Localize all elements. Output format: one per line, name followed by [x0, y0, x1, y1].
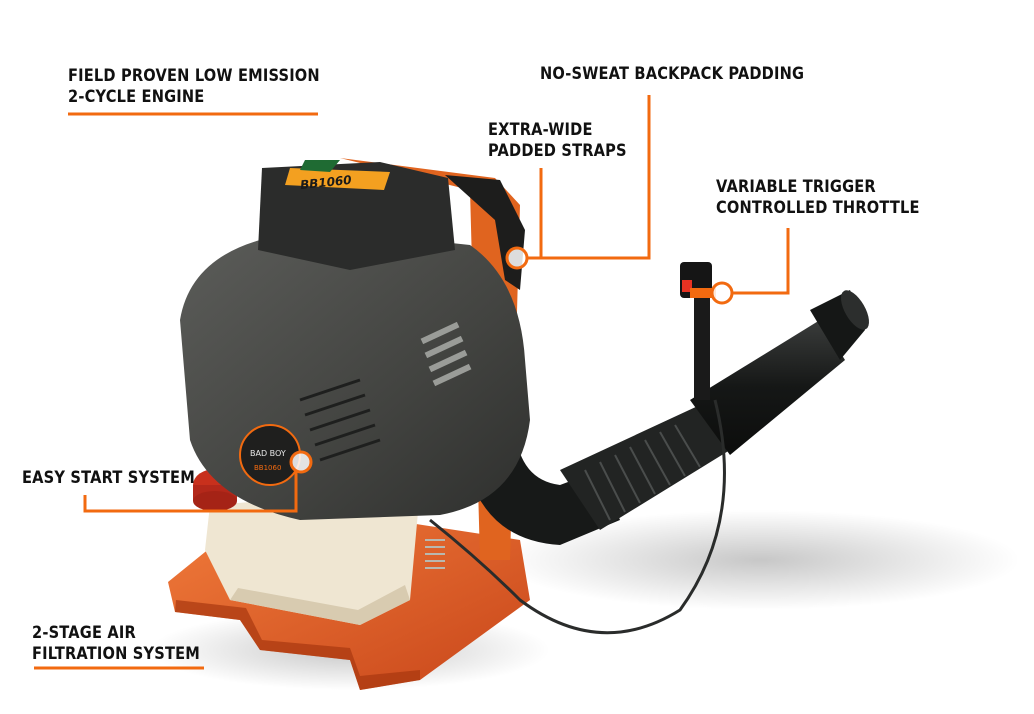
- engine-vents: [420, 321, 472, 387]
- callout-throttle: VARIABLE TRIGGER CONTROLLED THROTTLE: [716, 177, 920, 219]
- callout-throttle-line2: CONTROLLED THROTTLE: [716, 198, 920, 218]
- model-badge-text: BB1060: [254, 464, 281, 472]
- brand-badge-text: BAD BOY: [250, 449, 286, 458]
- callout-lines: [34, 95, 790, 670]
- throttle-handle: [680, 262, 716, 400]
- throttle-cable: [429, 399, 726, 635]
- padding-leader: [528, 95, 651, 260]
- callout-filtration-line1: 2-STAGE AIR: [32, 623, 136, 643]
- fuel-tank: [205, 490, 420, 625]
- padding-marker: [505, 246, 529, 270]
- model-decal-top: BB1060: [299, 173, 352, 192]
- callout-padding: NO-SWEAT BACKPACK PADDING: [540, 64, 804, 85]
- callout-straps-line2: PADDED STRAPS: [488, 141, 627, 161]
- callout-filtration: 2-STAGE AIR FILTRATION SYSTEM: [32, 623, 200, 665]
- start-leader: [83, 472, 298, 513]
- callout-start: EASY START SYSTEM: [22, 468, 195, 489]
- shoulder-strap: [445, 175, 525, 290]
- callout-start-line1: EASY START SYSTEM: [22, 468, 195, 488]
- callout-straps-line1: EXTRA-WIDE: [488, 120, 593, 140]
- throttle-marker: [710, 281, 734, 305]
- start-marker: [289, 450, 313, 474]
- throttle-leader: [733, 228, 790, 295]
- callout-markers: [289, 246, 734, 474]
- callout-engine-line1: FIELD PROVEN LOW EMISSION: [68, 66, 320, 86]
- callout-throttle-line1: VARIABLE TRIGGER: [716, 177, 876, 197]
- spring: [425, 539, 445, 569]
- shadow: [500, 510, 1020, 610]
- callout-straps: EXTRA-WIDE PADDED STRAPS: [488, 120, 627, 162]
- callout-engine-line2: 2-CYCLE ENGINE: [68, 87, 205, 107]
- callout-padding-line1: NO-SWEAT BACKPACK PADDING: [540, 64, 805, 84]
- callout-filtration-line2: FILTRATION SYSTEM: [32, 644, 200, 664]
- callout-engine: FIELD PROVEN LOW EMISSION 2-CYCLE ENGINE: [68, 66, 320, 108]
- engine: BB1060 BAD BOY BB1060: [180, 160, 530, 520]
